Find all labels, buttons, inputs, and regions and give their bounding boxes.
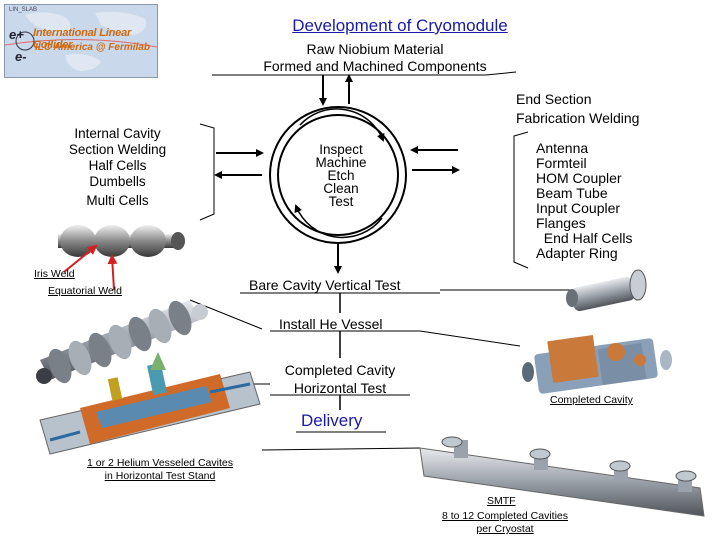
- step-inspect: Inspect: [319, 142, 363, 157]
- completed-horizontal-label: Completed Cavity Horizontal Test: [270, 361, 410, 397]
- line-to-cryostat: [261, 447, 421, 451]
- cycle-arrow-top: [299, 108, 385, 142]
- world-map-icon: [5, 11, 157, 71]
- raw-material-label: Raw Niobium Material Formed and Machined…: [180, 41, 570, 75]
- cycle-arrow-bottom: [294, 204, 383, 239]
- iris-weld-arrow: [63, 244, 98, 273]
- iris-weld-label: Iris Weld: [34, 268, 75, 280]
- line-to-vessel-picture: [419, 330, 521, 347]
- ilc-logo: LIN_SLAB e+ e- International Linear Coll…: [4, 4, 158, 78]
- internal-welding-label: Internal Cavity Section Welding Half Cel…: [40, 126, 195, 209]
- delivery-label: Delivery: [301, 411, 363, 430]
- internal-line4: Dumbells: [89, 174, 146, 189]
- dumbbell-cavity-image: [58, 225, 185, 257]
- process-circle-outer: [269, 106, 407, 244]
- page-title: Development of Cryomodule: [292, 16, 508, 35]
- subtitle-bracket: [212, 71, 517, 76]
- component-antenna: Antenna: [536, 140, 589, 156]
- components-list: Antenna Formteil HOM Coupler Beam Tube I…: [536, 141, 632, 261]
- helium-vessel-caption: 1 or 2 Helium Vesseled Cavites in Horizo…: [60, 457, 260, 483]
- completed-cavity-image: [522, 335, 672, 394]
- process-steps: Inspect Machine Etch Clean Test: [306, 142, 376, 209]
- cryostat-module-image: [419, 436, 705, 517]
- end-section-label: End Section Fabrication Welding: [516, 90, 639, 128]
- end-group-image: [566, 269, 647, 312]
- cutaway-vessel-image: [39, 352, 261, 455]
- step-clean: Clean: [323, 181, 359, 196]
- smtf-caption: SMTF: [487, 495, 516, 507]
- step-test: Test: [328, 194, 354, 209]
- helium-line2: in Horizontal Test Stand: [104, 470, 216, 482]
- component-flanges: Flanges: [536, 215, 586, 231]
- completed-line2: Horizontal Test: [293, 380, 387, 396]
- component-beam-tube: Beam Tube: [536, 185, 608, 201]
- cryostat-line2: per Cryostat: [476, 523, 534, 535]
- raw-material-line1: Raw Niobium Material: [306, 41, 444, 57]
- cryostat-caption: 8 to 12 Completed Cavities per Cryostat: [420, 510, 590, 536]
- end-section-line2: Fabrication Welding: [516, 110, 640, 126]
- step-etch: Etch: [327, 168, 355, 183]
- component-end-half-cells: End Half Cells: [536, 230, 633, 246]
- internal-line2: Section Welding: [68, 142, 167, 157]
- process-circle-inner: [277, 114, 399, 236]
- left-bracket: [199, 123, 215, 221]
- logo-line2: ILC America @ Fermilab: [35, 42, 150, 53]
- logo-e-plus: e+: [9, 27, 24, 42]
- step-machine: Machine: [315, 155, 367, 170]
- helium-line1: 1 or 2 Helium Vesseled Cavites: [87, 457, 233, 469]
- nine-cell-cavity-image: [36, 300, 208, 384]
- component-hom-coupler: HOM Coupler: [536, 170, 622, 186]
- logo-e-minus: e-: [15, 49, 27, 64]
- component-adapter-ring: Adapter Ring: [536, 245, 618, 261]
- component-formteil: Formteil: [536, 155, 587, 171]
- equatorial-weld-label: Equatorial Weld: [48, 285, 122, 297]
- component-input-coupler: Input Coupler: [536, 200, 621, 216]
- completed-line1: Completed Cavity: [284, 362, 396, 378]
- install-he-vessel-label: Install He Vessel: [279, 316, 383, 332]
- raw-material-line2: Formed and Machined Components: [263, 58, 487, 74]
- cryostat-line1: 8 to 12 Completed Cavities: [441, 510, 569, 522]
- logo-line1: International Linear Collider: [33, 27, 132, 51]
- equatorial-weld-arrow: [107, 254, 118, 291]
- internal-line5: Multi Cells: [86, 193, 149, 208]
- end-section-line1: End Section: [516, 91, 592, 107]
- logo-small-text: LIN_SLAB: [9, 7, 38, 13]
- completed-cavity-caption: Completed Cavity: [550, 394, 633, 406]
- bare-cavity-test-label: Bare Cavity Vertical Test: [249, 277, 401, 293]
- internal-line3: Half Cells: [88, 158, 147, 173]
- right-bracket: [513, 131, 529, 269]
- internal-line1: Internal Cavity: [74, 126, 161, 141]
